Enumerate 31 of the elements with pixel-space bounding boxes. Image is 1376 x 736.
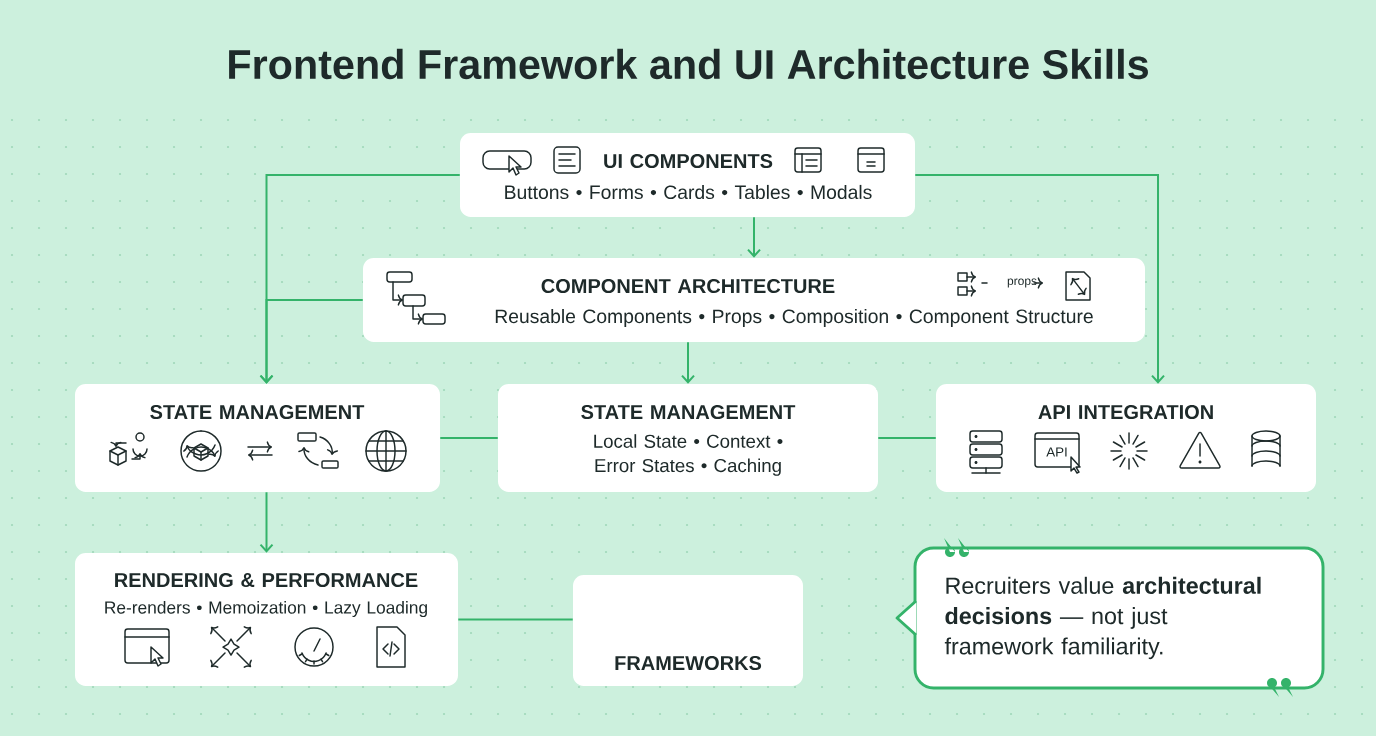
skill-card [75,384,440,492]
card-title: COMPONENT ARCHITECTURE [541,278,835,294]
skill-card [936,384,1316,492]
connector-line [877,437,937,439]
skill-card [498,384,878,492]
connector-arrow [914,174,1165,384]
card-title: RENDERING & PERFORMANCE [115,572,418,588]
icon-label: props [1007,278,1037,288]
skill-card [363,258,1145,342]
card-title: STATE MANAGEMENT [581,404,796,420]
card-title: API INTEGRATION [1038,404,1213,420]
page-title: Frontend Framework and UI Architecture Skills [229,48,1148,80]
skill-card [75,553,458,686]
connector-arrow [259,491,274,553]
card-title: FRAMEWORKS [615,655,762,671]
connector-line [439,437,499,439]
connector-line [457,618,574,621]
icon-label: API [1046,447,1067,457]
card-title: UI COMPONENTS [604,153,773,169]
speech-bubble [913,546,1325,690]
card-text: Re-renders • Memoization • Lazy Loading [105,600,427,618]
card-text: Reusable Components • Props • Composition • Component Structure [495,309,1093,327]
connector-arrow [747,216,761,258]
card-title: STATE MANAGEMENT [150,404,365,420]
connector-arrow [259,299,364,384]
card-text: Local State • Context • Error States • Caching [594,434,783,476]
skill-card [460,133,915,217]
card-text: Buttons • Forms • Cards • Tables • Modals [505,184,872,200]
connector-arrow [681,341,695,384]
quote-text: Recruiters value architectural decisions — not just framework familiarity. [944,576,1261,660]
skill-card [573,575,803,686]
